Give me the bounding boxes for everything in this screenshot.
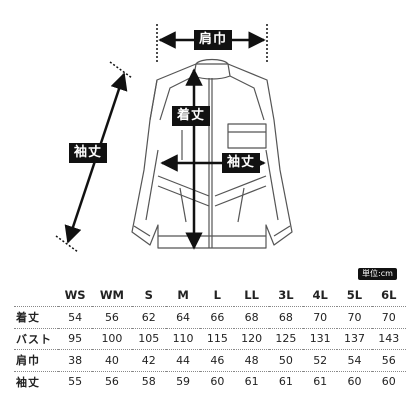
size-header: WM: [99, 288, 124, 302]
table-cell: 50: [278, 353, 293, 367]
table-cell: 64: [176, 310, 191, 324]
table-cell: 137: [343, 332, 365, 346]
table-cell: 38: [68, 353, 83, 367]
table-cell: 61: [313, 375, 328, 389]
size-header: M: [177, 288, 189, 302]
table-cell: 95: [68, 332, 83, 346]
table-row: 袖丈 55 56 58 59 60 61 61 61 60 60: [14, 371, 406, 392]
row-label: 袖丈: [16, 375, 40, 389]
table-cell: 54: [347, 353, 362, 367]
table-cell: 68: [278, 310, 293, 324]
table-cell: 110: [172, 332, 194, 346]
table-cell: 56: [104, 375, 119, 389]
table-cell: 120: [241, 332, 263, 346]
table-cell: 61: [244, 375, 259, 389]
table-cell: 70: [347, 310, 362, 324]
table-cell: 61: [278, 375, 293, 389]
table-corner: [14, 284, 58, 307]
shoulder-label: 肩巾: [194, 30, 233, 50]
table-row: 肩巾 38 40 42 44 46 48 50 52 54 56: [14, 349, 406, 372]
table-cell: 58: [141, 375, 156, 389]
table-cell: 125: [275, 332, 297, 346]
table-cell: 55: [68, 375, 83, 389]
table-cell: 115: [206, 332, 228, 346]
table-cell: 54: [68, 310, 83, 324]
size-header-row: WS WM S M L LL 3L 4L 5L 6L: [14, 284, 406, 307]
table-cell: 59: [176, 375, 191, 389]
table-cell: 60: [347, 375, 362, 389]
table-cell: 40: [104, 353, 119, 367]
size-header: L: [213, 288, 221, 302]
chest-label: 袖丈: [222, 153, 261, 173]
table-cell: 100: [101, 332, 123, 346]
jacket-outline: [131, 58, 293, 249]
table-cell: 44: [176, 353, 191, 367]
length-label: 着丈: [172, 106, 211, 126]
table-cell: 48: [244, 353, 259, 367]
table-cell: 56: [381, 353, 396, 367]
row-label: 肩巾: [16, 354, 40, 368]
size-header: 5L: [346, 288, 363, 302]
table-cell: 56: [104, 310, 119, 324]
table-cell: 52: [313, 353, 328, 367]
table-cell: 68: [244, 310, 259, 324]
table-cell: 46: [210, 353, 225, 367]
size-header: 4L: [312, 288, 328, 302]
size-table: WS WM S M L LL 3L 4L 5L 6L 着丈 54 56 62 6…: [14, 284, 406, 392]
table-cell: 66: [210, 310, 225, 324]
table-cell: 42: [141, 353, 156, 367]
size-header: 3L: [278, 288, 294, 302]
size-header: S: [144, 288, 153, 302]
table-cell: 60: [210, 375, 225, 389]
table-cell: 62: [141, 310, 156, 324]
table-cell: 105: [138, 332, 160, 346]
row-label: バスト: [16, 332, 52, 346]
table-cell: 70: [313, 310, 328, 324]
table-row: バスト 95 100 105 110 115 120 125 131 137 1…: [14, 328, 406, 350]
row-label: 着丈: [16, 311, 40, 325]
sleeve-label: 袖丈: [69, 143, 108, 163]
table-cell: 60: [381, 375, 396, 389]
size-header: 6L: [381, 288, 397, 302]
table-cell: 131: [309, 332, 331, 346]
size-header: LL: [244, 288, 259, 302]
table-cell: 143: [378, 332, 400, 346]
unit-badge: 単位:cm: [358, 268, 397, 280]
table-row: 着丈 54 56 62 64 66 68 68 70 70 70: [14, 306, 406, 329]
size-header: WS: [64, 288, 86, 302]
table-cell: 70: [381, 310, 396, 324]
